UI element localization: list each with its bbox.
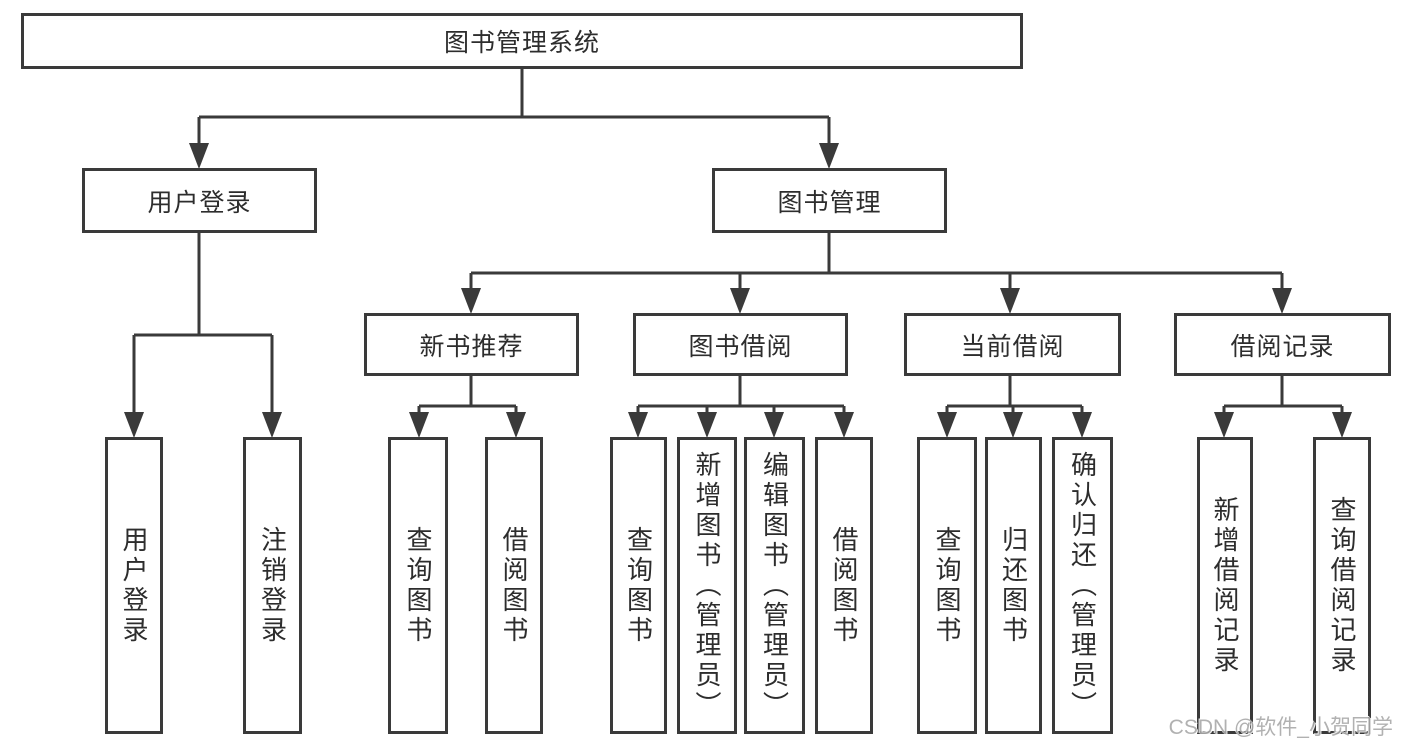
arrowhead [937,412,957,438]
arrowhead [819,143,839,169]
node-query-books-borrowing: 查询图书 [610,437,667,734]
node-add-borrow-record: 新增借阅记录 [1197,437,1253,734]
arrowhead [1272,288,1292,314]
arrowhead [1072,412,1092,438]
arrowhead [628,412,648,438]
node-user-login-action: 用户登录 [105,437,163,734]
node-borrow-books-action: 借阅图书 [815,437,873,734]
node-return-books: 归还图书 [985,437,1042,734]
node-query-books-current: 查询图书 [917,437,977,734]
arrowhead [1214,412,1234,438]
arrowheads [124,143,1352,438]
arrowhead [461,288,481,314]
arrowhead [697,412,717,438]
connector-current-borrowing-children [945,376,1084,415]
node-query-books-recommend: 查询图书 [388,437,448,734]
connector-new-book-children [417,376,518,415]
connector-book-borrowing-children [636,376,846,415]
node-book-management: 图书管理 [712,168,947,233]
arrowhead [262,412,282,438]
connector-borrow-records-children [1222,376,1344,415]
arrowhead [1332,412,1352,438]
node-query-borrow-record: 查询借阅记录 [1313,437,1371,734]
node-current-borrowing: 当前借阅 [904,313,1121,376]
node-edit-books-admin: 编辑图书（管理员） [744,437,805,734]
arrowhead [189,143,209,169]
node-book-borrowing: 图书借阅 [633,313,848,376]
arrowhead [730,288,750,314]
arrowhead [409,412,429,438]
node-user-login: 用户登录 [82,168,317,233]
arrowhead [764,412,784,438]
arrowhead [834,412,854,438]
arrowhead [506,412,526,438]
node-borrow-books-recommend: 借阅图书 [485,437,543,734]
arrowhead [1000,288,1020,314]
arrowhead [1003,412,1023,438]
node-add-books-admin: 新增图书（管理员） [677,437,737,734]
node-new-book-recommend: 新书推荐 [364,313,579,376]
node-confirm-return-admin: 确认归还（管理员） [1052,437,1113,734]
connector-book-mgmt-to-level3 [469,233,1284,291]
node-library-system: 图书管理系统 [21,13,1023,69]
arrowhead [124,412,144,438]
node-logout-action: 注销登录 [243,437,302,734]
connector-user-login-children [132,233,274,414]
connector-root-to-level2 [197,69,831,146]
node-borrow-records: 借阅记录 [1174,313,1391,376]
csdn-watermark: CSDN @软件_小贺同学 [1168,716,1393,739]
